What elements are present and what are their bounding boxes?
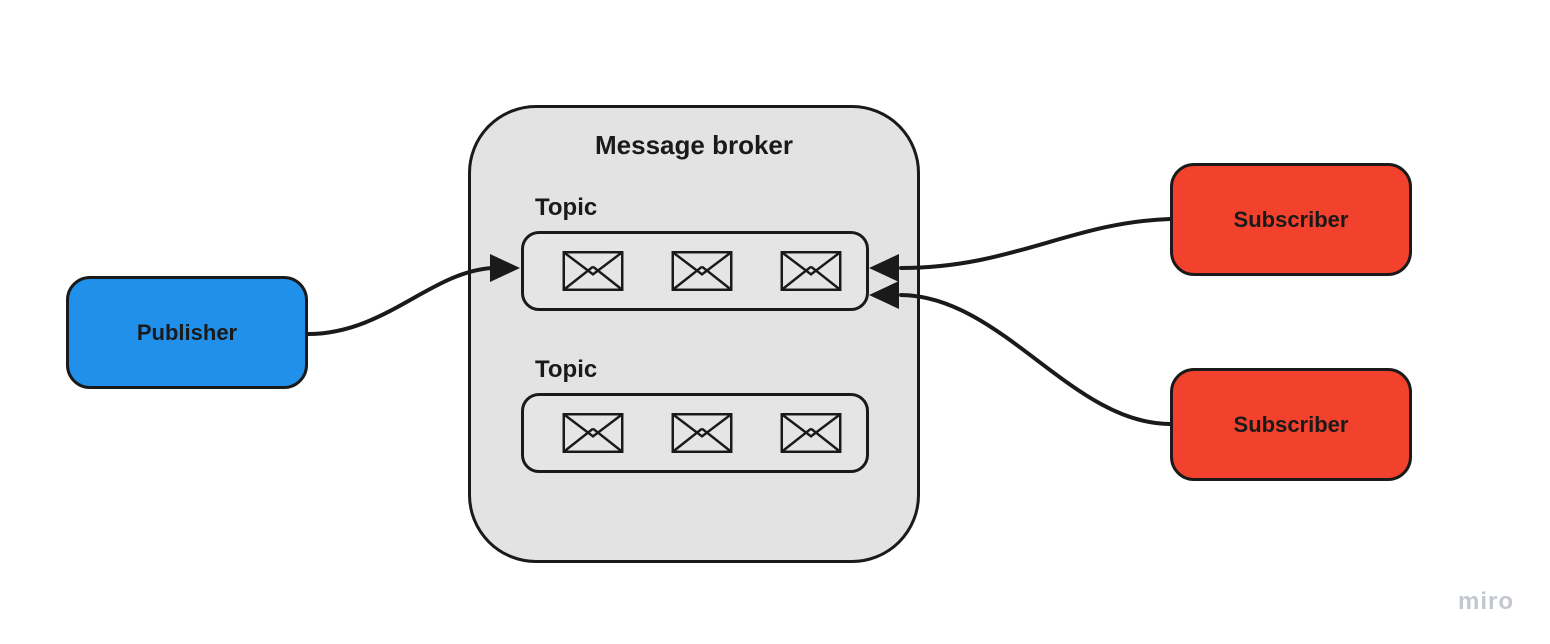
topic-2-queue[interactable] xyxy=(521,393,869,473)
topic-1-label: Topic xyxy=(535,194,598,221)
publisher-node[interactable]: Publisher xyxy=(66,276,308,389)
envelope-icon xyxy=(671,251,733,291)
miro-watermark: miro xyxy=(1457,588,1514,615)
envelope-icon xyxy=(780,413,842,453)
topic-1-queue[interactable] xyxy=(521,231,869,311)
envelope-icon xyxy=(562,251,624,291)
message-broker-container[interactable]: Message broker Topic Topic xyxy=(468,105,920,563)
subscriber-node-1[interactable]: Subscriber xyxy=(1170,163,1412,276)
connector-line[interactable] xyxy=(306,266,494,336)
envelope-icon xyxy=(671,413,733,453)
topic-2-label: Topic xyxy=(535,356,598,383)
envelope-icon xyxy=(562,413,624,453)
subscriber-1-label: Subscriber xyxy=(1233,206,1349,232)
subscriber-node-2[interactable]: Subscriber xyxy=(1170,368,1412,481)
connector-line[interactable] xyxy=(899,293,1172,426)
publisher-label: Publisher xyxy=(136,319,238,345)
subscriber-2-label: Subscriber xyxy=(1233,411,1349,437)
broker-title: Message broker xyxy=(595,130,793,160)
envelope-icon xyxy=(780,251,842,291)
connector-line[interactable] xyxy=(899,217,1172,270)
